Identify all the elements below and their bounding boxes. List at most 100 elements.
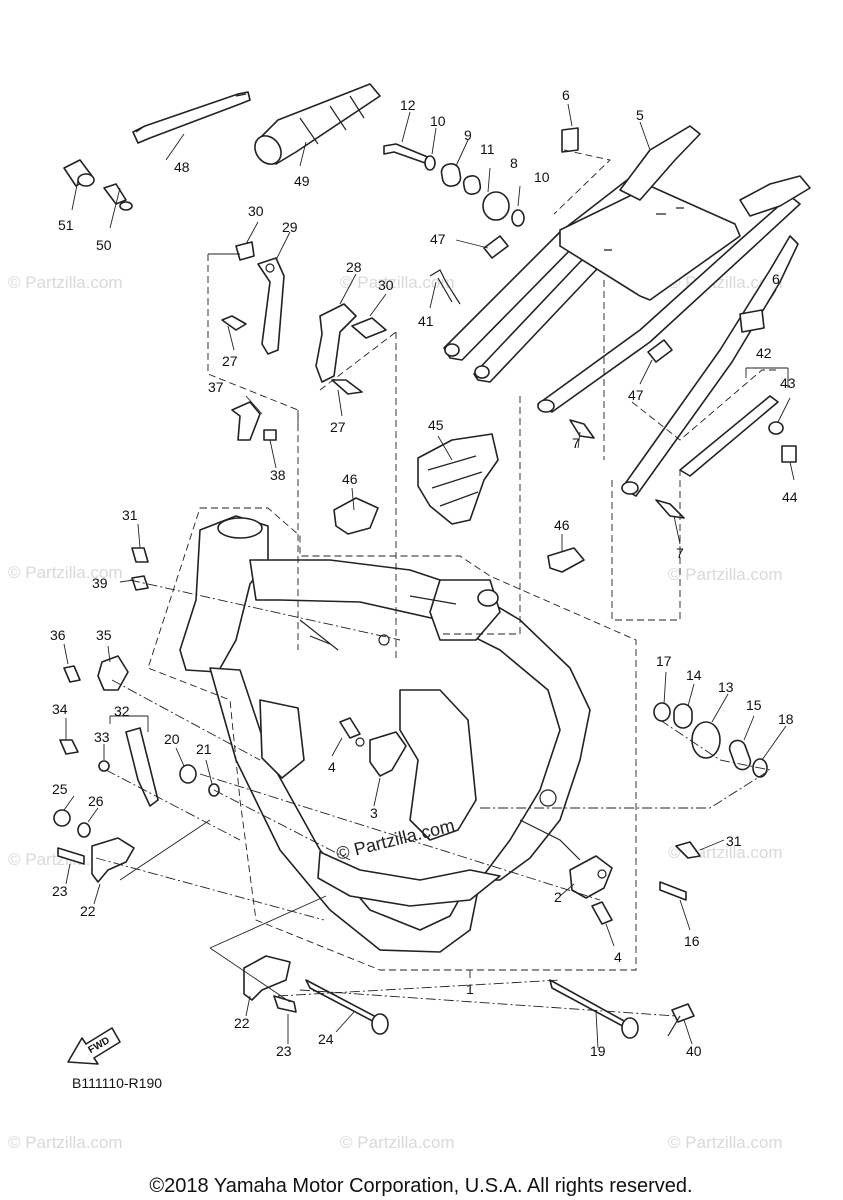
- part-label: 21: [196, 741, 212, 757]
- part-label: 31: [726, 833, 742, 849]
- part-label: 14: [686, 667, 702, 683]
- part-label: 29: [282, 219, 298, 235]
- bolt-27: [221, 315, 247, 331]
- bolt-12: [383, 143, 431, 165]
- assembly-lines: [95, 149, 780, 1017]
- washer-30: [351, 317, 387, 339]
- left-parts: [53, 547, 220, 883]
- bolt-31: [675, 841, 701, 859]
- part-label: 38: [270, 467, 286, 483]
- clip-37: [231, 401, 261, 441]
- part-label: 33: [94, 729, 110, 745]
- bracket-28: [315, 303, 357, 383]
- part-label: 46: [342, 471, 358, 487]
- part-labels: 1 2 3 4 4 5 6 6 7 7 8 9 10 10 11 12 13 1…: [50, 87, 798, 1059]
- bolt-24: [305, 979, 383, 1027]
- bolt-36: [63, 665, 81, 683]
- part-label: 43: [780, 375, 796, 391]
- part-label: 50: [96, 237, 112, 253]
- subframe-5: [443, 125, 811, 497]
- bolt-50: [103, 183, 127, 205]
- part-label: 16: [684, 933, 700, 949]
- part-label: 24: [318, 1031, 334, 1047]
- bushings-top: [383, 143, 525, 227]
- fwd-arrow: FWD: [67, 1027, 121, 1065]
- part-label: 26: [88, 793, 104, 809]
- bracket-22: [243, 955, 291, 1001]
- part-label: 4: [328, 759, 336, 775]
- part-label: 12: [400, 97, 416, 113]
- part-label: 27: [222, 353, 238, 369]
- bolt-31: [131, 547, 149, 563]
- part-label: 23: [52, 883, 68, 899]
- washer-30: [235, 241, 255, 261]
- nut-43: [768, 421, 784, 435]
- part-label: 7: [572, 435, 580, 451]
- pin-40: [671, 1003, 695, 1023]
- watermarks: © Partzilla.com © Partzilla.com © Partzi…: [8, 273, 783, 1152]
- part-label: 45: [428, 417, 444, 433]
- part-label: 3: [370, 805, 378, 821]
- brace-42: [679, 395, 779, 477]
- part-label: 18: [778, 711, 794, 727]
- part-label: 32: [114, 703, 130, 719]
- bolt-38: [263, 429, 277, 441]
- part-label: 49: [294, 173, 310, 189]
- copyright: ©2018 Yamaha Motor Corporation, U.S.A. A…: [149, 1175, 692, 1197]
- bolt-4: [591, 901, 613, 925]
- sticker-6: [561, 127, 579, 153]
- bolt-34: [59, 739, 79, 755]
- part-label: 10: [534, 169, 550, 185]
- part-label: 10: [430, 113, 446, 129]
- part-label: 44: [782, 489, 798, 505]
- bracket-32: [125, 727, 159, 807]
- guard-46: [547, 547, 585, 573]
- part-label: 30: [248, 203, 264, 219]
- part-label: 48: [174, 159, 190, 175]
- bolt-39: [131, 575, 149, 591]
- watermark: © Partzilla.com: [340, 273, 455, 292]
- bracket-22: [91, 837, 135, 883]
- part-label: 46: [554, 517, 570, 533]
- bolt-7: [569, 419, 595, 439]
- bracket-2: [569, 855, 613, 899]
- bolt-16: [659, 881, 687, 901]
- guard-46: [333, 497, 379, 535]
- tools: [63, 83, 381, 211]
- part-label: 8: [510, 155, 518, 171]
- part-label: 34: [52, 701, 68, 717]
- bolt-44: [781, 445, 797, 463]
- band-41: [429, 269, 461, 305]
- part-label: 35: [96, 627, 112, 643]
- part-label: 5: [636, 107, 644, 123]
- watermark: © Partzilla.com: [668, 1133, 783, 1152]
- part-label: 47: [628, 387, 644, 403]
- part-label: 7: [676, 545, 684, 561]
- part-label: 20: [164, 731, 180, 747]
- part-label: 22: [234, 1015, 250, 1031]
- bolt-19: [549, 979, 631, 1031]
- sticker-6: [739, 309, 765, 333]
- part-label: 11: [480, 141, 495, 157]
- part-label: 51: [58, 217, 74, 233]
- part-label: 42: [756, 345, 772, 361]
- part-label: 17: [656, 653, 672, 669]
- part-label: 6: [562, 87, 570, 103]
- bracket-3: [369, 731, 407, 777]
- part-label: 4: [614, 949, 622, 965]
- part-label: 19: [590, 1043, 606, 1059]
- part-label: 15: [746, 697, 762, 713]
- watermark: © Partzilla.com: [340, 1133, 455, 1152]
- part-label: 27: [330, 419, 346, 435]
- part-label: 2: [554, 889, 562, 905]
- bolt-7: [655, 499, 685, 519]
- clip-47: [483, 235, 509, 259]
- guard-45: [417, 433, 499, 525]
- part-label: 25: [52, 781, 68, 797]
- part-label: 37: [208, 379, 224, 395]
- clip-47: [647, 339, 673, 363]
- bolt-23: [57, 847, 85, 865]
- part-label: 39: [92, 575, 108, 591]
- part-label: 31: [122, 507, 138, 523]
